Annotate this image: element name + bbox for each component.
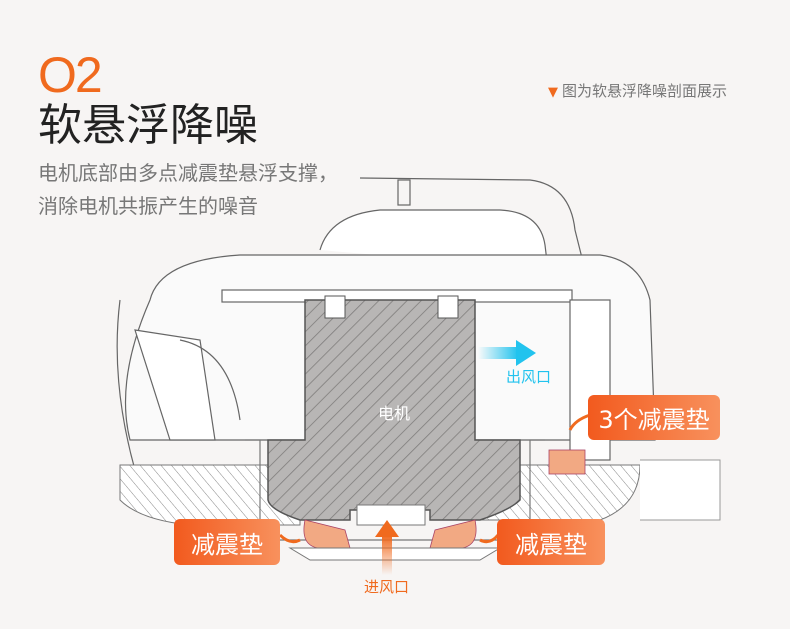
motor — [267, 299, 521, 521]
section-number: O2 — [38, 47, 103, 103]
damper-pad — [429, 519, 477, 549]
damper-pad — [548, 449, 586, 475]
note-text: 图为软悬浮降噪剖面展示 — [562, 82, 728, 100]
outlet-arrow-icon — [478, 340, 536, 366]
callout-damper-left: 减震垫 — [174, 519, 280, 565]
motor-label: 电机 — [378, 404, 411, 423]
diagram-note: ▼ 图为软悬浮降噪剖面展示 — [548, 80, 727, 101]
inlet-label: 进风口 — [364, 578, 410, 596]
outlet-label: 出风口 — [506, 368, 552, 386]
callout-damper-right: 减震垫 — [497, 519, 605, 565]
subtitle-line-1: 电机底部由多点减震垫悬浮支撑， — [38, 161, 338, 185]
inlet-arrow-icon — [375, 520, 399, 575]
damper-pad — [303, 519, 351, 549]
subtitle-line-2: 消除电机共振产生的噪音 — [38, 194, 258, 218]
page-title: 软悬浮降噪 — [38, 100, 258, 151]
callout-three-dampers: 3个减震垫 — [588, 395, 720, 440]
triangle-down-icon: ▼ — [548, 85, 558, 100]
